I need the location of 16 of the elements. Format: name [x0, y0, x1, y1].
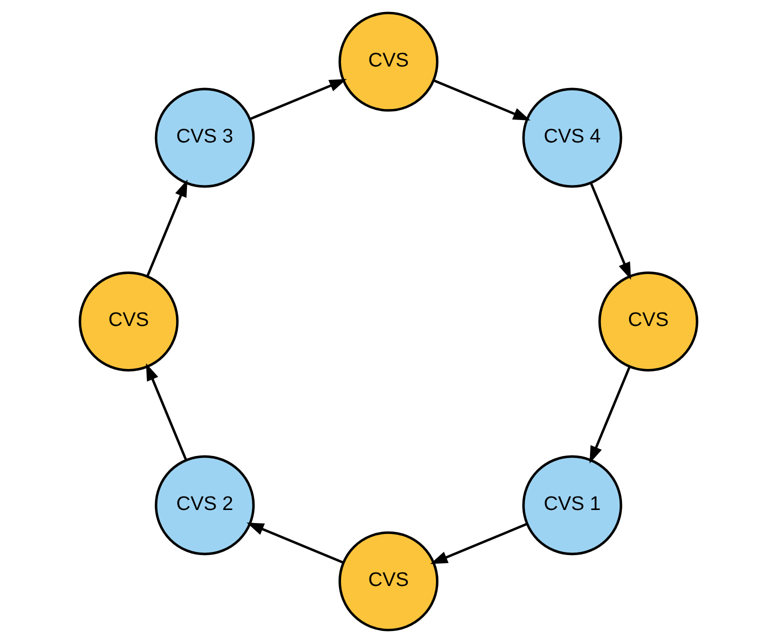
node-circle: CVS [338, 531, 438, 632]
arrow [249, 78, 346, 120]
node-circle: CVS [598, 272, 698, 372]
arrow [146, 180, 187, 277]
arrow [430, 522, 527, 564]
arrow [589, 366, 630, 464]
arrow [432, 79, 530, 120]
node-circle: CVS 1 [522, 455, 622, 556]
arrow [246, 522, 344, 564]
node-circle: CVS [338, 12, 438, 112]
node-circle: CVS 4 [522, 88, 622, 188]
node-circle: CVS [78, 272, 178, 372]
arrow [145, 363, 187, 460]
node-circle: CVS 3 [154, 88, 254, 188]
node-circle: CVS 2 [154, 455, 254, 556]
arrow [589, 182, 631, 280]
